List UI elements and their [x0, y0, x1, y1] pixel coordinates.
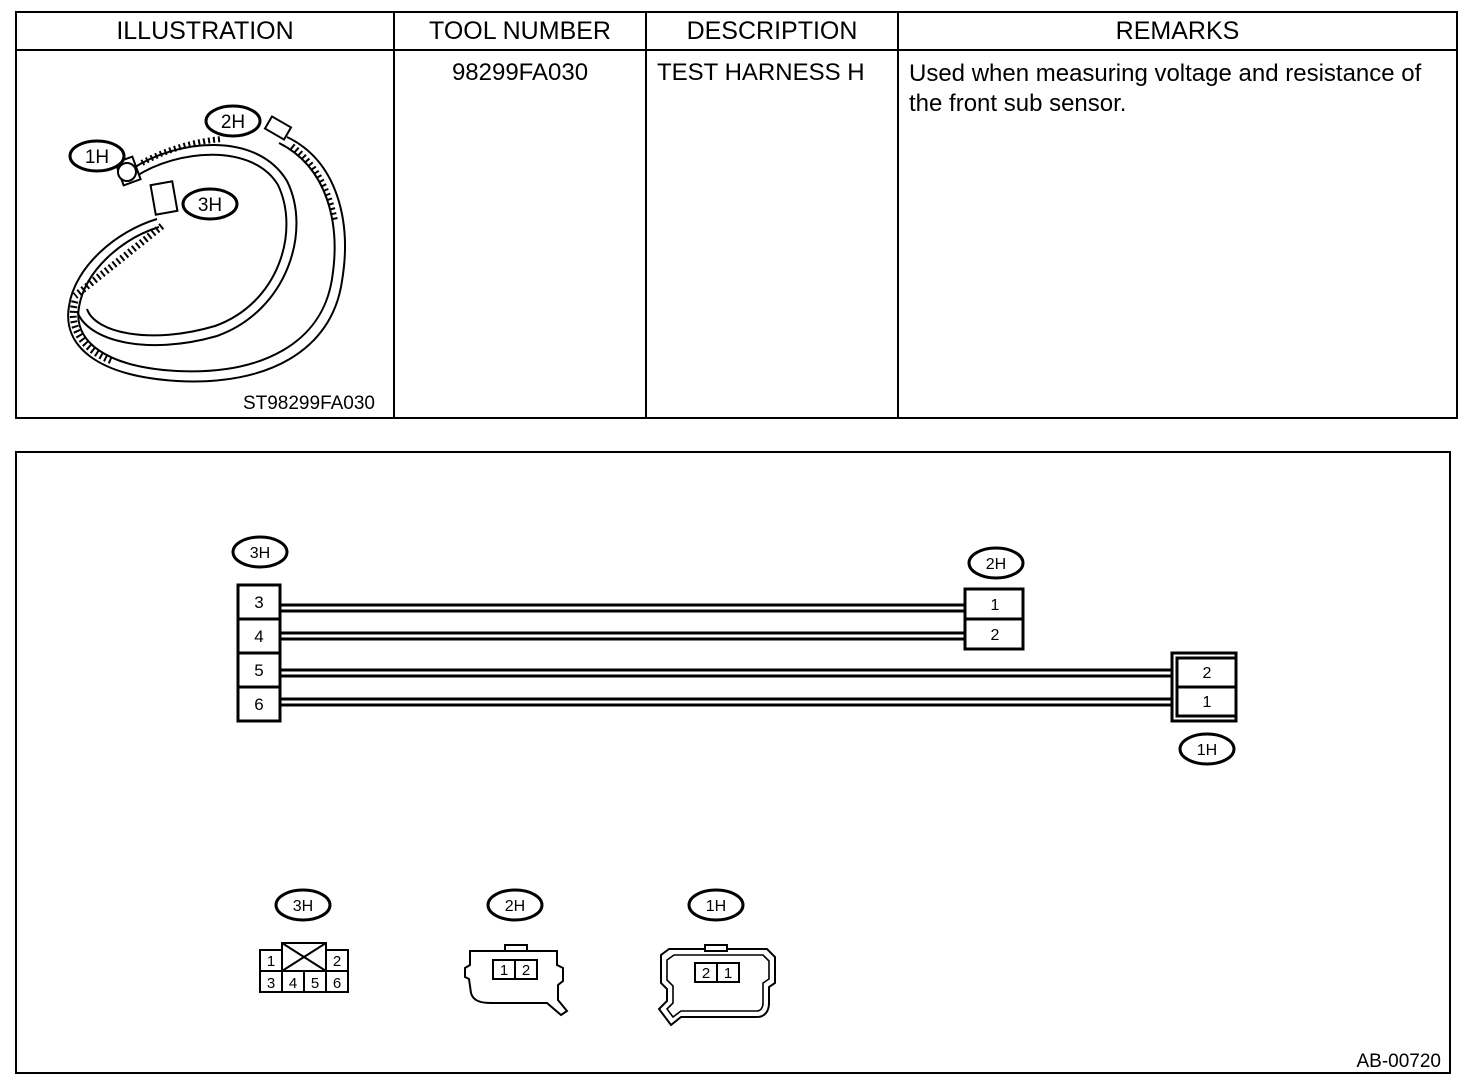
table-row: 1H 2H 3H ST98299FA030 98299FA030 TEST HA…	[15, 49, 1458, 419]
callout-2h-label: 2H	[221, 112, 245, 133]
header-description: DESCRIPTION	[645, 11, 899, 51]
face-3h-pin-2: 2	[333, 953, 341, 970]
pin-1h-1: 1	[1203, 694, 1212, 711]
wiring-diagram: 3 4 5 6 3H 1 2 2H 2 1	[231, 535, 1441, 1072]
connector-3h-label: 3H	[250, 545, 270, 562]
face-1h-pin-1: 1	[724, 965, 732, 982]
wire-6-to-1	[280, 697, 1172, 707]
wire-3-to-1	[280, 603, 965, 613]
wire-5-to-2	[280, 668, 1172, 678]
description-cell: TEST HARNESS H	[645, 49, 899, 419]
header-remarks: REMARKS	[897, 11, 1458, 51]
connector-1h-label: 1H	[1197, 742, 1217, 759]
pin-2h-2: 2	[991, 627, 1000, 644]
callout-1h-label: 1H	[85, 147, 109, 168]
wiring-diagram-frame: 3 4 5 6 3H 1 2 2H 2 1	[15, 451, 1451, 1074]
face-3h-label: 3H	[293, 898, 313, 915]
pin-2h-1: 1	[991, 597, 1000, 614]
figure-code: AB-00720	[1356, 1051, 1441, 1072]
header-tool-number: TOOL NUMBER	[393, 11, 647, 51]
face-2h: 2H 1 2	[464, 888, 569, 1017]
pin-3h-4: 4	[254, 627, 263, 646]
tool-number-cell: 98299FA030	[393, 49, 647, 419]
special-tool-table: ILLUSTRATION TOOL NUMBER DESCRIPTION REM…	[15, 11, 1458, 419]
header-illustration: ILLUSTRATION	[15, 11, 395, 51]
face-2h-pin-2: 2	[522, 962, 530, 979]
remarks-cell: Used when measuring voltage and resistan…	[897, 49, 1458, 419]
face-1h-label: 1H	[706, 898, 726, 915]
face-2h-label: 2H	[505, 898, 525, 915]
connector-1h: 2 1 1H	[1170, 651, 1238, 766]
callout-3h-label: 3H	[198, 195, 222, 216]
connector-2h: 1 2 2H	[963, 546, 1025, 651]
illustration-code: ST98299FA030	[243, 393, 375, 414]
face-3h-pin-4: 4	[289, 975, 297, 992]
face-2h-pin-1: 1	[500, 962, 508, 979]
face-3h-pin-3: 3	[267, 975, 275, 992]
pin-3h-6: 6	[254, 695, 263, 714]
connector-2h-label: 2H	[986, 556, 1006, 573]
wire-4-to-2	[280, 631, 965, 641]
face-3h-pin-5: 5	[311, 975, 319, 992]
table-header-row: ILLUSTRATION TOOL NUMBER DESCRIPTION REM…	[15, 11, 1458, 51]
connector-3h: 3 4 5 6 3H	[231, 535, 289, 723]
pin-1h-2: 2	[1203, 665, 1212, 682]
harness-illustration: 1H 2H 3H ST98299FA030	[67, 104, 375, 414]
face-1h-pin-2: 2	[702, 965, 710, 982]
pin-3h-3: 3	[254, 593, 263, 612]
illustration-cell: 1H 2H 3H ST98299FA030	[15, 49, 395, 419]
face-1h: 1H 2 1	[657, 888, 776, 1027]
face-3h-pin-1: 1	[267, 953, 275, 970]
pin-3h-5: 5	[254, 661, 263, 680]
face-3h-pin-6: 6	[333, 975, 341, 992]
face-3h: 3H 1 2 3 4 5 6	[259, 888, 349, 993]
